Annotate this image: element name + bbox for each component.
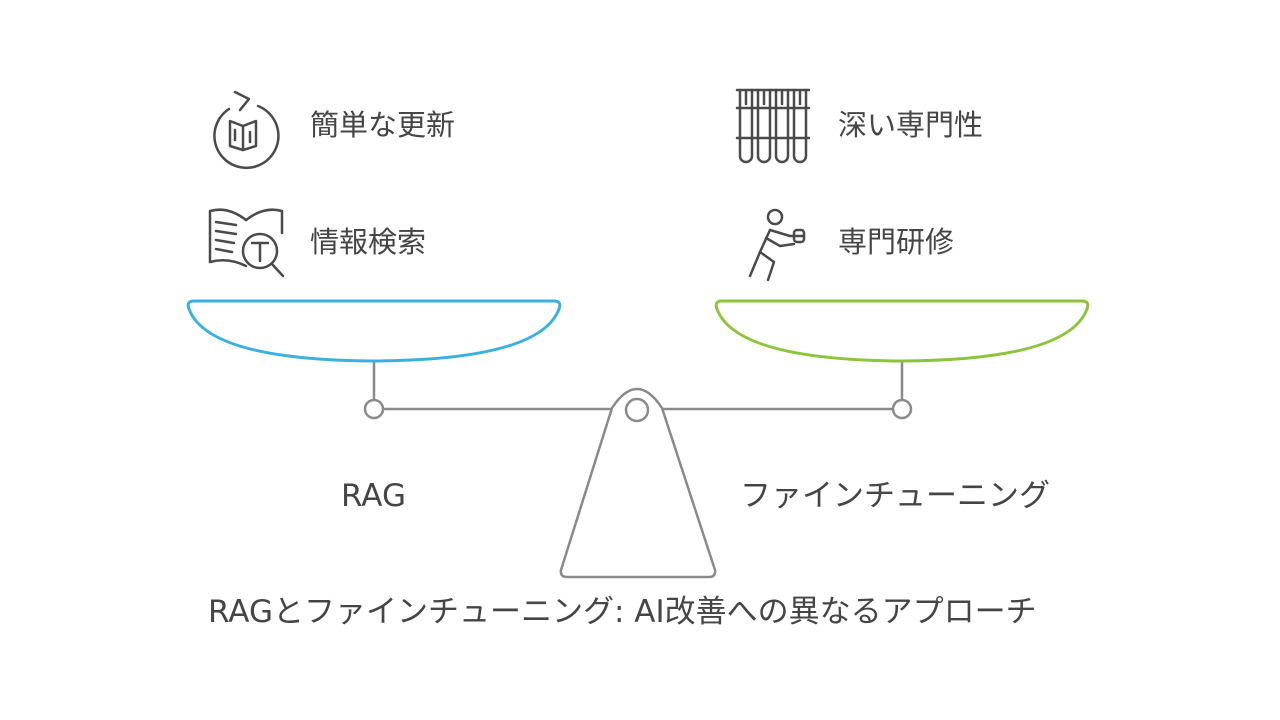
left-joint [363, 398, 385, 420]
right-pan [714, 299, 1090, 363]
book-refresh-icon [213, 90, 280, 170]
book-search-icon [208, 208, 285, 278]
feature-deep-expertise: 深い専門性 [838, 108, 984, 142]
left-pan [186, 299, 562, 363]
right-joint [891, 398, 913, 420]
rag-label: RAG [341, 478, 406, 514]
feature-information-retrieval: 情報検索 [310, 225, 427, 259]
test-tubes-icon [735, 88, 811, 164]
fine-tuning-label: ファインチューニング [740, 478, 1050, 514]
person-training-icon [748, 208, 806, 282]
feature-specialized-training: 専門研修 [838, 225, 955, 259]
diagram-caption: RAGとファインチューニング: AI改善への異なるアプローチ [208, 594, 1037, 630]
scale-pivot [624, 397, 650, 423]
scale-stand [559, 387, 717, 579]
feature-easy-update: 簡単な更新 [310, 108, 456, 142]
